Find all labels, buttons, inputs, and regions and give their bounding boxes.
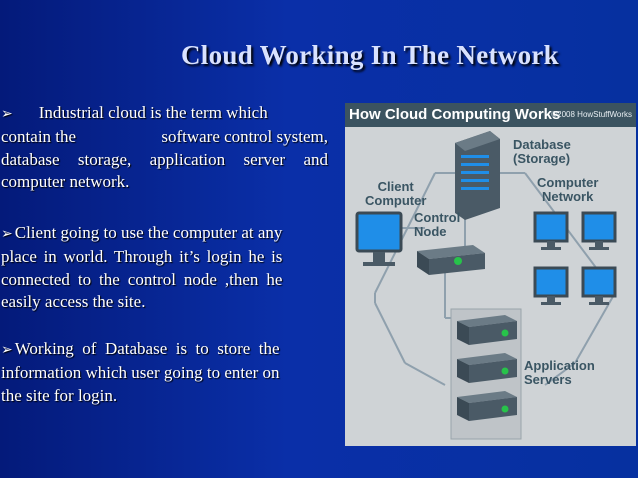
label-database-line2: (Storage)	[513, 151, 571, 166]
bullet-list: ➢ Industrial cloud is the term which cont…	[1, 102, 328, 405]
label-control-line1: Control	[414, 210, 461, 225]
bullet-arrow-icon: ➢	[1, 107, 13, 122]
bullet2-line1: Client going to use the computer at any	[14, 223, 283, 242]
bullet-client: ➢Client going to use the computer at any…	[1, 222, 282, 313]
network-monitor-icon	[533, 211, 569, 250]
label-computer-network: Computer Network	[537, 176, 598, 204]
bullet1-line1: Industrial cloud is the term which	[38, 103, 268, 122]
label-network-line2: Network	[542, 189, 594, 204]
label-client-line2: Computer	[365, 193, 427, 208]
network-monitor-icon	[533, 266, 569, 305]
diagram-artwork	[355, 131, 617, 440]
label-database: Database (Storage)	[513, 138, 571, 166]
label-app-line2: Servers	[524, 372, 572, 387]
cloud-computing-diagram: How Cloud Computing Works ©2008 HowStuff…	[345, 103, 636, 446]
bullet1-line2a: contain the	[1, 127, 77, 147]
diagram-copyright: ©2008 HowStuffWorks	[551, 110, 632, 119]
label-client-computer: Client Computer	[365, 180, 426, 208]
label-control-node: Control Node	[414, 211, 460, 239]
bullet2-line4: easily access the site.	[1, 291, 146, 311]
slide-title: Cloud Working In The Network	[181, 40, 559, 70]
diagram-header: How Cloud Computing Works ©2008 HowStuff…	[345, 103, 636, 127]
network-monitor-icon	[581, 266, 617, 305]
bullet3-line3: the site for login.	[1, 385, 118, 405]
bullet2-line3: connected to the control node ,then he	[1, 269, 283, 289]
bullet3-line2: information which user going to enter on	[1, 363, 280, 383]
label-app-line1: Application	[524, 358, 595, 373]
database-server-icon	[455, 131, 500, 220]
bullet-database: ➢Working of Database is to store the inf…	[1, 338, 280, 407]
bullet2-line2: place in world. Through it’s login he is	[1, 247, 283, 267]
label-control-line2: Node	[414, 224, 447, 239]
bullet1-line2b: software control system,	[161, 127, 328, 147]
bullet-industrial-cloud: ➢ Industrial cloud is the term which cont…	[1, 102, 328, 193]
label-database-line1: Database	[513, 137, 571, 152]
network-monitor-icon	[581, 211, 617, 250]
bullet1-line3: database storage, application server and	[1, 149, 328, 169]
label-client-line1: Client	[377, 179, 414, 194]
client-monitor-icon	[355, 211, 403, 266]
bullet-arrow-icon: ➢	[1, 227, 13, 242]
diagram-title: How Cloud Computing Works	[349, 106, 561, 123]
control-node-icon	[417, 245, 485, 275]
bullet-arrow-icon: ➢	[1, 343, 13, 358]
bullet1-line4: computer network.	[1, 171, 130, 191]
application-servers-icon	[450, 308, 522, 440]
label-application-servers: Application Servers	[524, 359, 595, 387]
label-network-line1: Computer	[537, 175, 599, 190]
bullet3-line1: Working of Database is to store the	[14, 339, 280, 358]
